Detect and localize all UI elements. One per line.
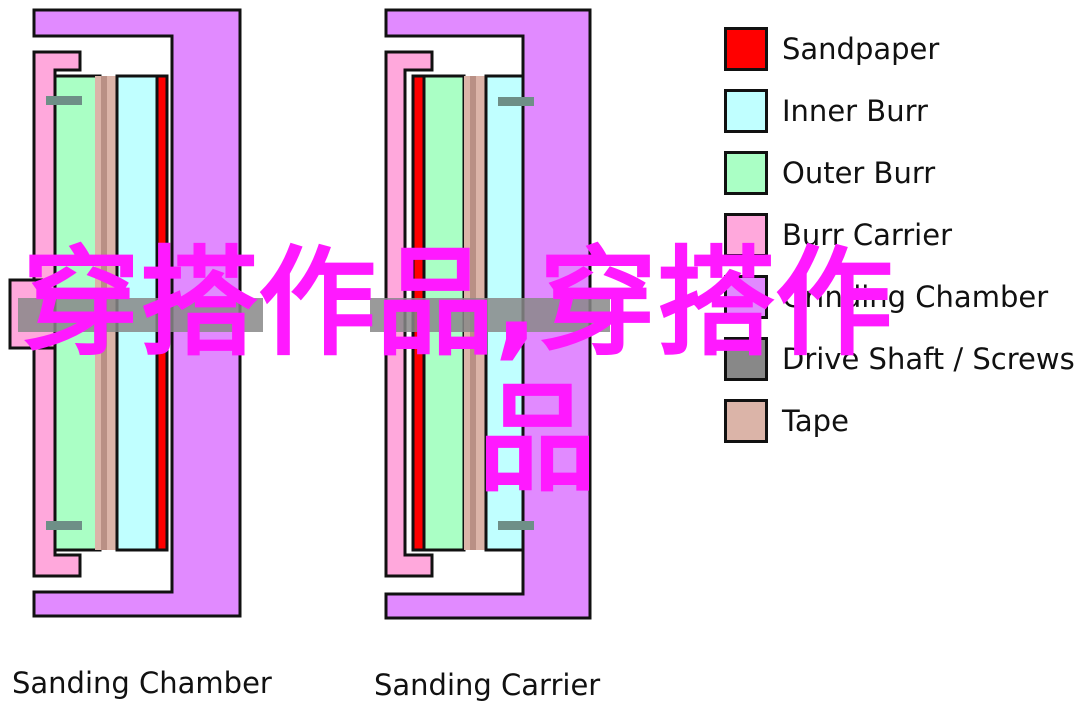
legend-label: Tape [782, 404, 849, 438]
legend-label: Grinding Chamber [782, 280, 1049, 314]
legend-label: Sandpaper [782, 32, 940, 66]
legend-swatch [724, 89, 768, 133]
watermark-line-2: 品 [478, 370, 597, 508]
legend-item-grinding-chamber: Grinding Chamber [724, 266, 1075, 328]
legend: Sandpaper Inner Burr Outer Burr Burr Car… [724, 18, 1075, 452]
drive-shaft-bar [18, 298, 263, 332]
legend-item-outer-burr: Outer Burr [724, 142, 1075, 204]
legend-swatch [724, 275, 768, 319]
screw-top [46, 96, 82, 105]
legend-swatch [724, 27, 768, 71]
legend-swatch [724, 337, 768, 381]
drive-shaft-bar [370, 298, 610, 332]
screw-top [498, 97, 534, 106]
legend-swatch [724, 213, 768, 257]
grinding-chamber-shell [32, 8, 242, 618]
legend-item-burr-carrier: Burr Carrier [724, 204, 1075, 266]
grinding-chamber-shell [384, 8, 592, 620]
screw-bottom [46, 521, 82, 530]
burr-carrier-bracket [32, 50, 82, 578]
legend-label: Outer Burr [782, 156, 936, 190]
legend-label: Drive Shaft / Screws [782, 342, 1075, 376]
sanding-chamber-drawing [8, 8, 263, 618]
legend-item-tape: Tape [724, 390, 1075, 452]
watermark-line-1: 穿搭作品,穿搭作 [22, 234, 893, 372]
legend-label: Burr Carrier [782, 218, 953, 252]
legend-swatch [724, 151, 768, 195]
legend-item-inner-burr: Inner Burr [724, 80, 1075, 142]
caption-sanding-chamber: Sanding Chamber [12, 666, 272, 700]
legend-swatch [724, 399, 768, 443]
sanding-carrier-drawing [370, 8, 610, 620]
burr-carrier-bracket [384, 50, 434, 578]
legend-label: Inner Burr [782, 94, 928, 128]
legend-item-sandpaper: Sandpaper [724, 18, 1075, 80]
caption-sanding-carrier: Sanding Carrier [374, 668, 601, 702]
screw-bottom [498, 521, 534, 530]
legend-item-drive-shaft: Drive Shaft / Screws [724, 328, 1075, 390]
